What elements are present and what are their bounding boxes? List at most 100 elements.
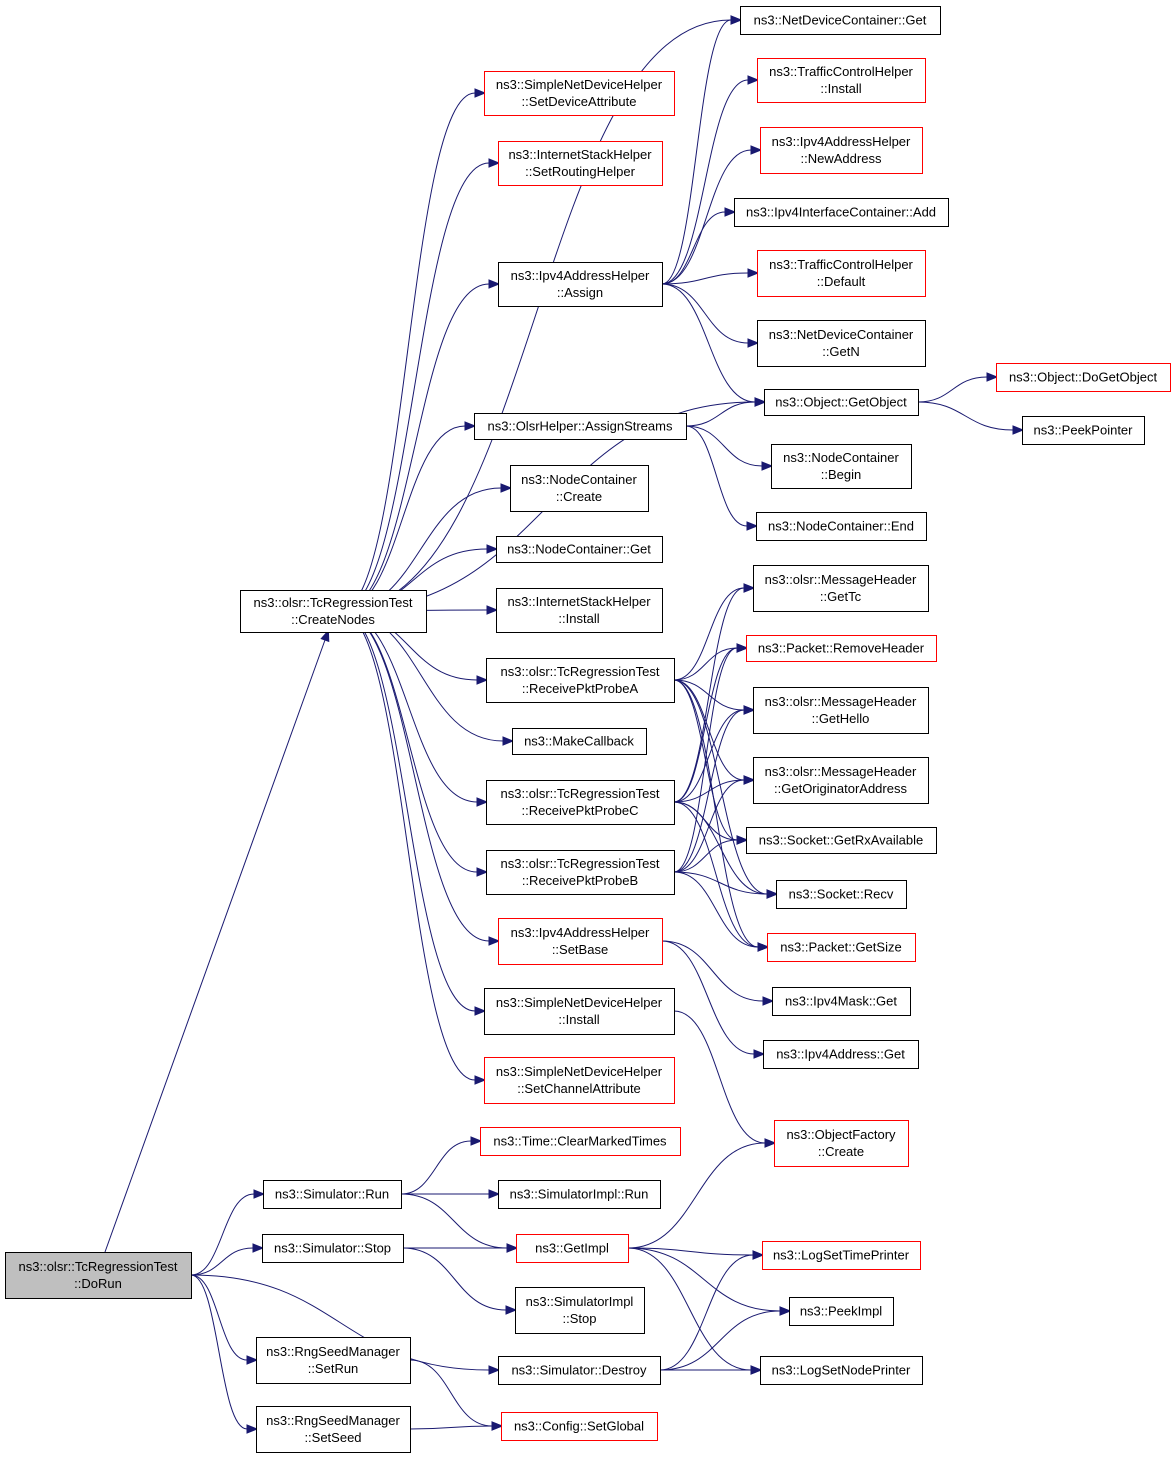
- edge-ipv4ah-assign-to-ipv4ic-add: [661, 207, 737, 285]
- node-objfactory-create[interactable]: ns3::ObjectFactory::Create: [774, 1120, 909, 1167]
- node-sim-run[interactable]: ns3::Simulator::Run: [263, 1180, 402, 1209]
- node-box: [760, 127, 923, 174]
- node-ipv4ah-newaddr[interactable]: ns3::Ipv4AddressHelper::NewAddress: [760, 127, 923, 174]
- node-config-setglobal[interactable]: ns3::Config::SetGlobal: [501, 1412, 658, 1441]
- node-ish-install[interactable]: ns3::InternetStackHelper::Install: [496, 588, 663, 633]
- node-sock-recv[interactable]: ns3::Socket::Recv: [776, 880, 907, 909]
- edge-dorun-to-sim-destroy: [190, 1274, 501, 1375]
- node-box: [256, 1406, 411, 1453]
- node-mh-gethello[interactable]: ns3::olsr::MessageHeader::GetHello: [753, 687, 929, 734]
- edge-ipv4ah-setbase-to-ipv4addr-get: [661, 940, 766, 1059]
- node-label: ::GetHello: [812, 711, 870, 726]
- node-time-clear[interactable]: ns3::Time::ClearMarkedTimes: [480, 1127, 681, 1156]
- node-simimpl-run[interactable]: ns3::SimulatorImpl::Run: [498, 1180, 661, 1209]
- node-label: ns3::NodeContainer: [783, 450, 899, 465]
- node-sim-destroy[interactable]: ns3::Simulator::Destroy: [498, 1356, 661, 1385]
- node-ndc-getn[interactable]: ns3::NetDeviceContainer::GetN: [757, 320, 926, 367]
- edge-dorun-to-rsm-setseed: [190, 1274, 259, 1434]
- node-box: [498, 262, 663, 307]
- node-label: ns3::NodeContainer::End: [768, 519, 914, 534]
- node-simimpl-stop[interactable]: ns3::SimulatorImpl::Stop: [515, 1287, 645, 1334]
- node-label: ::SetDeviceAttribute: [522, 94, 637, 109]
- node-pkt-removehdr[interactable]: ns3::Packet::RemoveHeader: [746, 635, 937, 662]
- node-pkt-getsize[interactable]: ns3::Packet::GetSize: [767, 933, 916, 962]
- node-box: [474, 413, 687, 440]
- edge-ipv4ah-assign-to-tch-default: [661, 268, 760, 285]
- node-rsm-setseed[interactable]: ns3::RngSeedManager::SetSeed: [256, 1406, 411, 1453]
- node-label: ::GetN: [822, 344, 860, 359]
- node-makecb[interactable]: ns3::MakeCallback: [512, 728, 647, 755]
- node-label: ::Default: [817, 274, 866, 289]
- node-nc-create[interactable]: ns3::NodeContainer::Create: [510, 465, 649, 512]
- node-rppb[interactable]: ns3::olsr::TcRegressionTest::ReceivePktP…: [486, 850, 675, 895]
- node-label: ns3::Socket::Recv: [789, 887, 894, 902]
- node-rppa[interactable]: ns3::olsr::TcRegressionTest::ReceivePktP…: [486, 658, 675, 703]
- node-snd-setdevattr[interactable]: ns3::SimpleNetDeviceHelper::SetDeviceAtt…: [484, 71, 675, 116]
- node-box: [1022, 416, 1145, 445]
- node-label: ::SetSeed: [304, 1430, 361, 1445]
- node-box: [756, 512, 927, 541]
- node-box: [757, 320, 926, 367]
- node-olsr-assign[interactable]: ns3::OlsrHelper::AssignStreams: [474, 413, 687, 440]
- node-label: ::Begin: [821, 467, 861, 482]
- node-nc-begin[interactable]: ns3::NodeContainer::Begin: [771, 444, 912, 489]
- node-box: [772, 987, 911, 1016]
- node-label: ns3::Object::DoGetObject: [1009, 370, 1158, 385]
- node-logsettime[interactable]: ns3::LogSetTimePrinter: [762, 1241, 921, 1270]
- node-sock-getrx[interactable]: ns3::Socket::GetRxAvailable: [746, 827, 937, 854]
- node-box: [740, 6, 941, 35]
- edge-rppa-to-sock-getrx: [673, 679, 749, 845]
- node-nc-get[interactable]: ns3::NodeContainer::Get: [496, 536, 663, 563]
- node-mh-gettc[interactable]: ns3::olsr::MessageHeader::GetTc: [753, 565, 929, 612]
- node-ipv4ah-setbase[interactable]: ns3::Ipv4AddressHelper::SetBase: [498, 918, 663, 965]
- edge-rppb-to-mh-getorig: [673, 775, 756, 873]
- node-label: ns3::Ipv4InterfaceContainer::Add: [746, 205, 936, 220]
- node-snd-install[interactable]: ns3::SimpleNetDeviceHelper::Install: [484, 988, 675, 1035]
- node-obj-dogetobject[interactable]: ns3::Object::DoGetObject: [996, 363, 1171, 392]
- node-box: [263, 1180, 402, 1209]
- node-tch-default[interactable]: ns3::TrafficControlHelper::Default: [757, 250, 926, 297]
- node-label: ns3::InternetStackHelper: [507, 594, 651, 609]
- node-box: [486, 780, 675, 825]
- node-ish-setrouting[interactable]: ns3::InternetStackHelper::SetRoutingHelp…: [498, 141, 663, 186]
- node-peekimpl[interactable]: ns3::PeekImpl: [789, 1297, 894, 1326]
- edge-rppb-to-mh-gethello: [673, 705, 756, 873]
- node-obj-getobject[interactable]: ns3::Object::GetObject: [764, 389, 919, 416]
- node-label: ns3::LogSetTimePrinter: [773, 1248, 910, 1263]
- node-label: ns3::SimulatorImpl::Run: [510, 1187, 649, 1202]
- node-dorun[interactable]: ns3::olsr::TcRegressionTest::DoRun: [5, 1252, 192, 1299]
- node-nc-end[interactable]: ns3::NodeContainer::End: [756, 512, 927, 541]
- node-box: [753, 565, 929, 612]
- node-ipv4mask-get[interactable]: ns3::Ipv4Mask::Get: [772, 987, 911, 1016]
- node-box: [5, 1252, 192, 1299]
- edge-createnodes-to-snd-setdevattr: [339, 88, 487, 612]
- node-box: [484, 988, 675, 1035]
- node-box: [496, 536, 663, 563]
- node-peekpointer[interactable]: ns3::PeekPointer: [1022, 416, 1145, 445]
- node-label: ns3::olsr::TcRegressionTest: [501, 856, 660, 871]
- node-label: ns3::NodeContainer::Get: [507, 542, 651, 557]
- node-logsetnode[interactable]: ns3::LogSetNodePrinter: [760, 1356, 923, 1385]
- node-snd-setchattr[interactable]: ns3::SimpleNetDeviceHelper::SetChannelAt…: [484, 1057, 675, 1104]
- node-label: ns3::SimpleNetDeviceHelper: [496, 995, 663, 1010]
- node-label: ns3::NetDeviceContainer::Get: [754, 13, 927, 28]
- node-sim-stop[interactable]: ns3::Simulator::Stop: [262, 1234, 404, 1263]
- edge-obj-getobject-to-peekpointer: [917, 401, 1025, 435]
- node-rppc[interactable]: ns3::olsr::TcRegressionTest::ReceivePktP…: [486, 780, 675, 825]
- node-box: [996, 363, 1171, 392]
- node-box: [753, 687, 929, 734]
- node-rsm-setrun[interactable]: ns3::RngSeedManager::SetRun: [256, 1337, 411, 1384]
- node-box: [746, 827, 937, 854]
- node-label: ns3::TrafficControlHelper: [769, 257, 913, 272]
- node-tch-install[interactable]: ns3::TrafficControlHelper::Install: [757, 58, 926, 103]
- node-mh-getorig[interactable]: ns3::olsr::MessageHeader::GetOriginatorA…: [753, 757, 929, 804]
- node-label: ns3::PeekImpl: [800, 1304, 882, 1319]
- node-createnodes[interactable]: ns3::olsr::TcRegressionTest::CreateNodes: [240, 590, 427, 633]
- node-getimpl[interactable]: ns3::GetImpl: [516, 1234, 629, 1263]
- node-label: ::SetChannelAttribute: [517, 1081, 641, 1096]
- node-ipv4ic-add[interactable]: ns3::Ipv4InterfaceContainer::Add: [734, 198, 949, 227]
- node-ipv4addr-get[interactable]: ns3::Ipv4Address::Get: [763, 1040, 919, 1069]
- node-ipv4ah-assign[interactable]: ns3::Ipv4AddressHelper::Assign: [498, 262, 663, 307]
- node-ndc-get[interactable]: ns3::NetDeviceContainer::Get: [740, 6, 941, 35]
- edge-sim-run-to-simimpl-run: [400, 1189, 501, 1199]
